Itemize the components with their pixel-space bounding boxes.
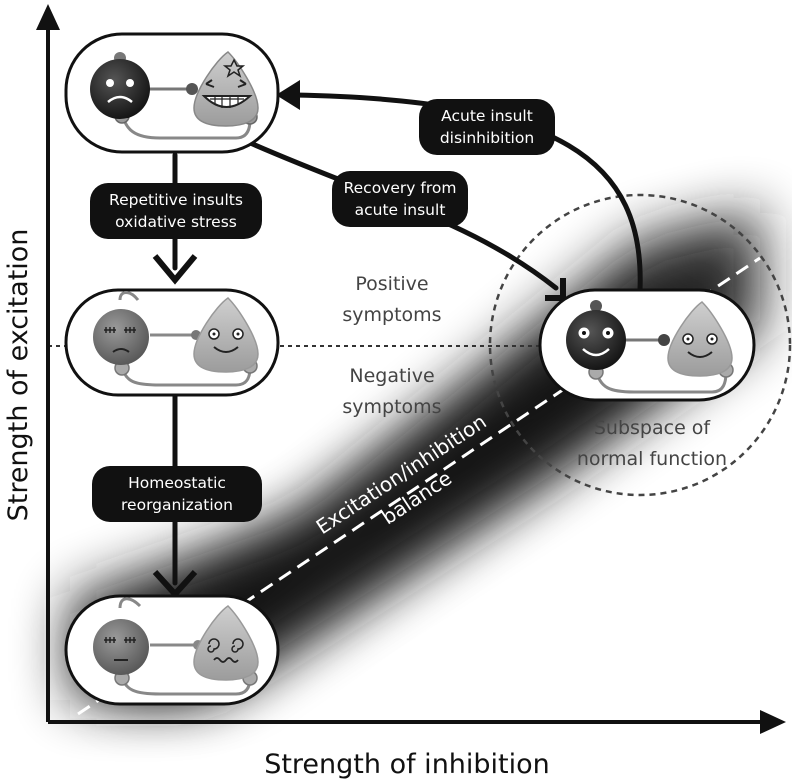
label-negative-symptoms: Negative symptoms (342, 365, 441, 418)
svg-text:Repetitive insults: Repetitive insults (109, 191, 243, 209)
label-positive-symptoms: Positive symptoms (342, 273, 441, 326)
svg-text:Positive: Positive (355, 273, 428, 295)
svg-text:oxidative stress: oxidative stress (115, 213, 237, 231)
label-acute-insult: Acute insult disinhibition (419, 99, 555, 155)
label-repetitive-insults: Repetitive insults oxidative stress (90, 183, 262, 239)
label-subspace: Subspace of normal function (577, 417, 727, 470)
sleepy-interneuron-icon (93, 309, 149, 365)
state-positive-symptoms (64, 288, 280, 397)
svg-text:symptoms: symptoms (342, 304, 441, 326)
svg-text:normal function: normal function (577, 448, 727, 470)
calm-pyramidal-icon (193, 297, 259, 373)
svg-text:Recovery from: Recovery from (344, 179, 457, 197)
dizzy-pyramidal-icon (193, 605, 259, 681)
sad-interneuron-icon (90, 59, 150, 119)
svg-text:Negative: Negative (349, 365, 434, 387)
svg-text:Homeostatic: Homeostatic (128, 474, 226, 492)
label-recovery: Recovery from acute insult (332, 171, 468, 227)
state-negative-symptoms (64, 594, 280, 706)
axes (36, 4, 786, 734)
svg-text:acute insult: acute insult (355, 201, 446, 219)
label-homeostatic: Homeostatic reorganization (92, 466, 262, 522)
svg-text:Acute insult: Acute insult (441, 107, 533, 125)
sleepy-interneuron-icon (93, 619, 149, 675)
happy-pyramidal-icon (667, 301, 733, 377)
subspace-circle (488, 193, 792, 497)
happy-interneuron-icon (566, 310, 626, 370)
svg-text:symptoms: symptoms (342, 396, 441, 418)
acute-insult-arrow (292, 92, 643, 293)
excited-pyramidal-icon (193, 51, 259, 127)
svg-text:Subspace of: Subspace of (594, 417, 712, 439)
state-disinhibited (64, 32, 280, 154)
svg-text:reorganization: reorganization (121, 496, 233, 514)
svg-text:disinhibition: disinhibition (440, 129, 534, 147)
y-axis-label: Strength of excitation (3, 229, 34, 522)
x-axis-label: Strength of inhibition (264, 749, 550, 780)
state-normal (538, 288, 756, 402)
